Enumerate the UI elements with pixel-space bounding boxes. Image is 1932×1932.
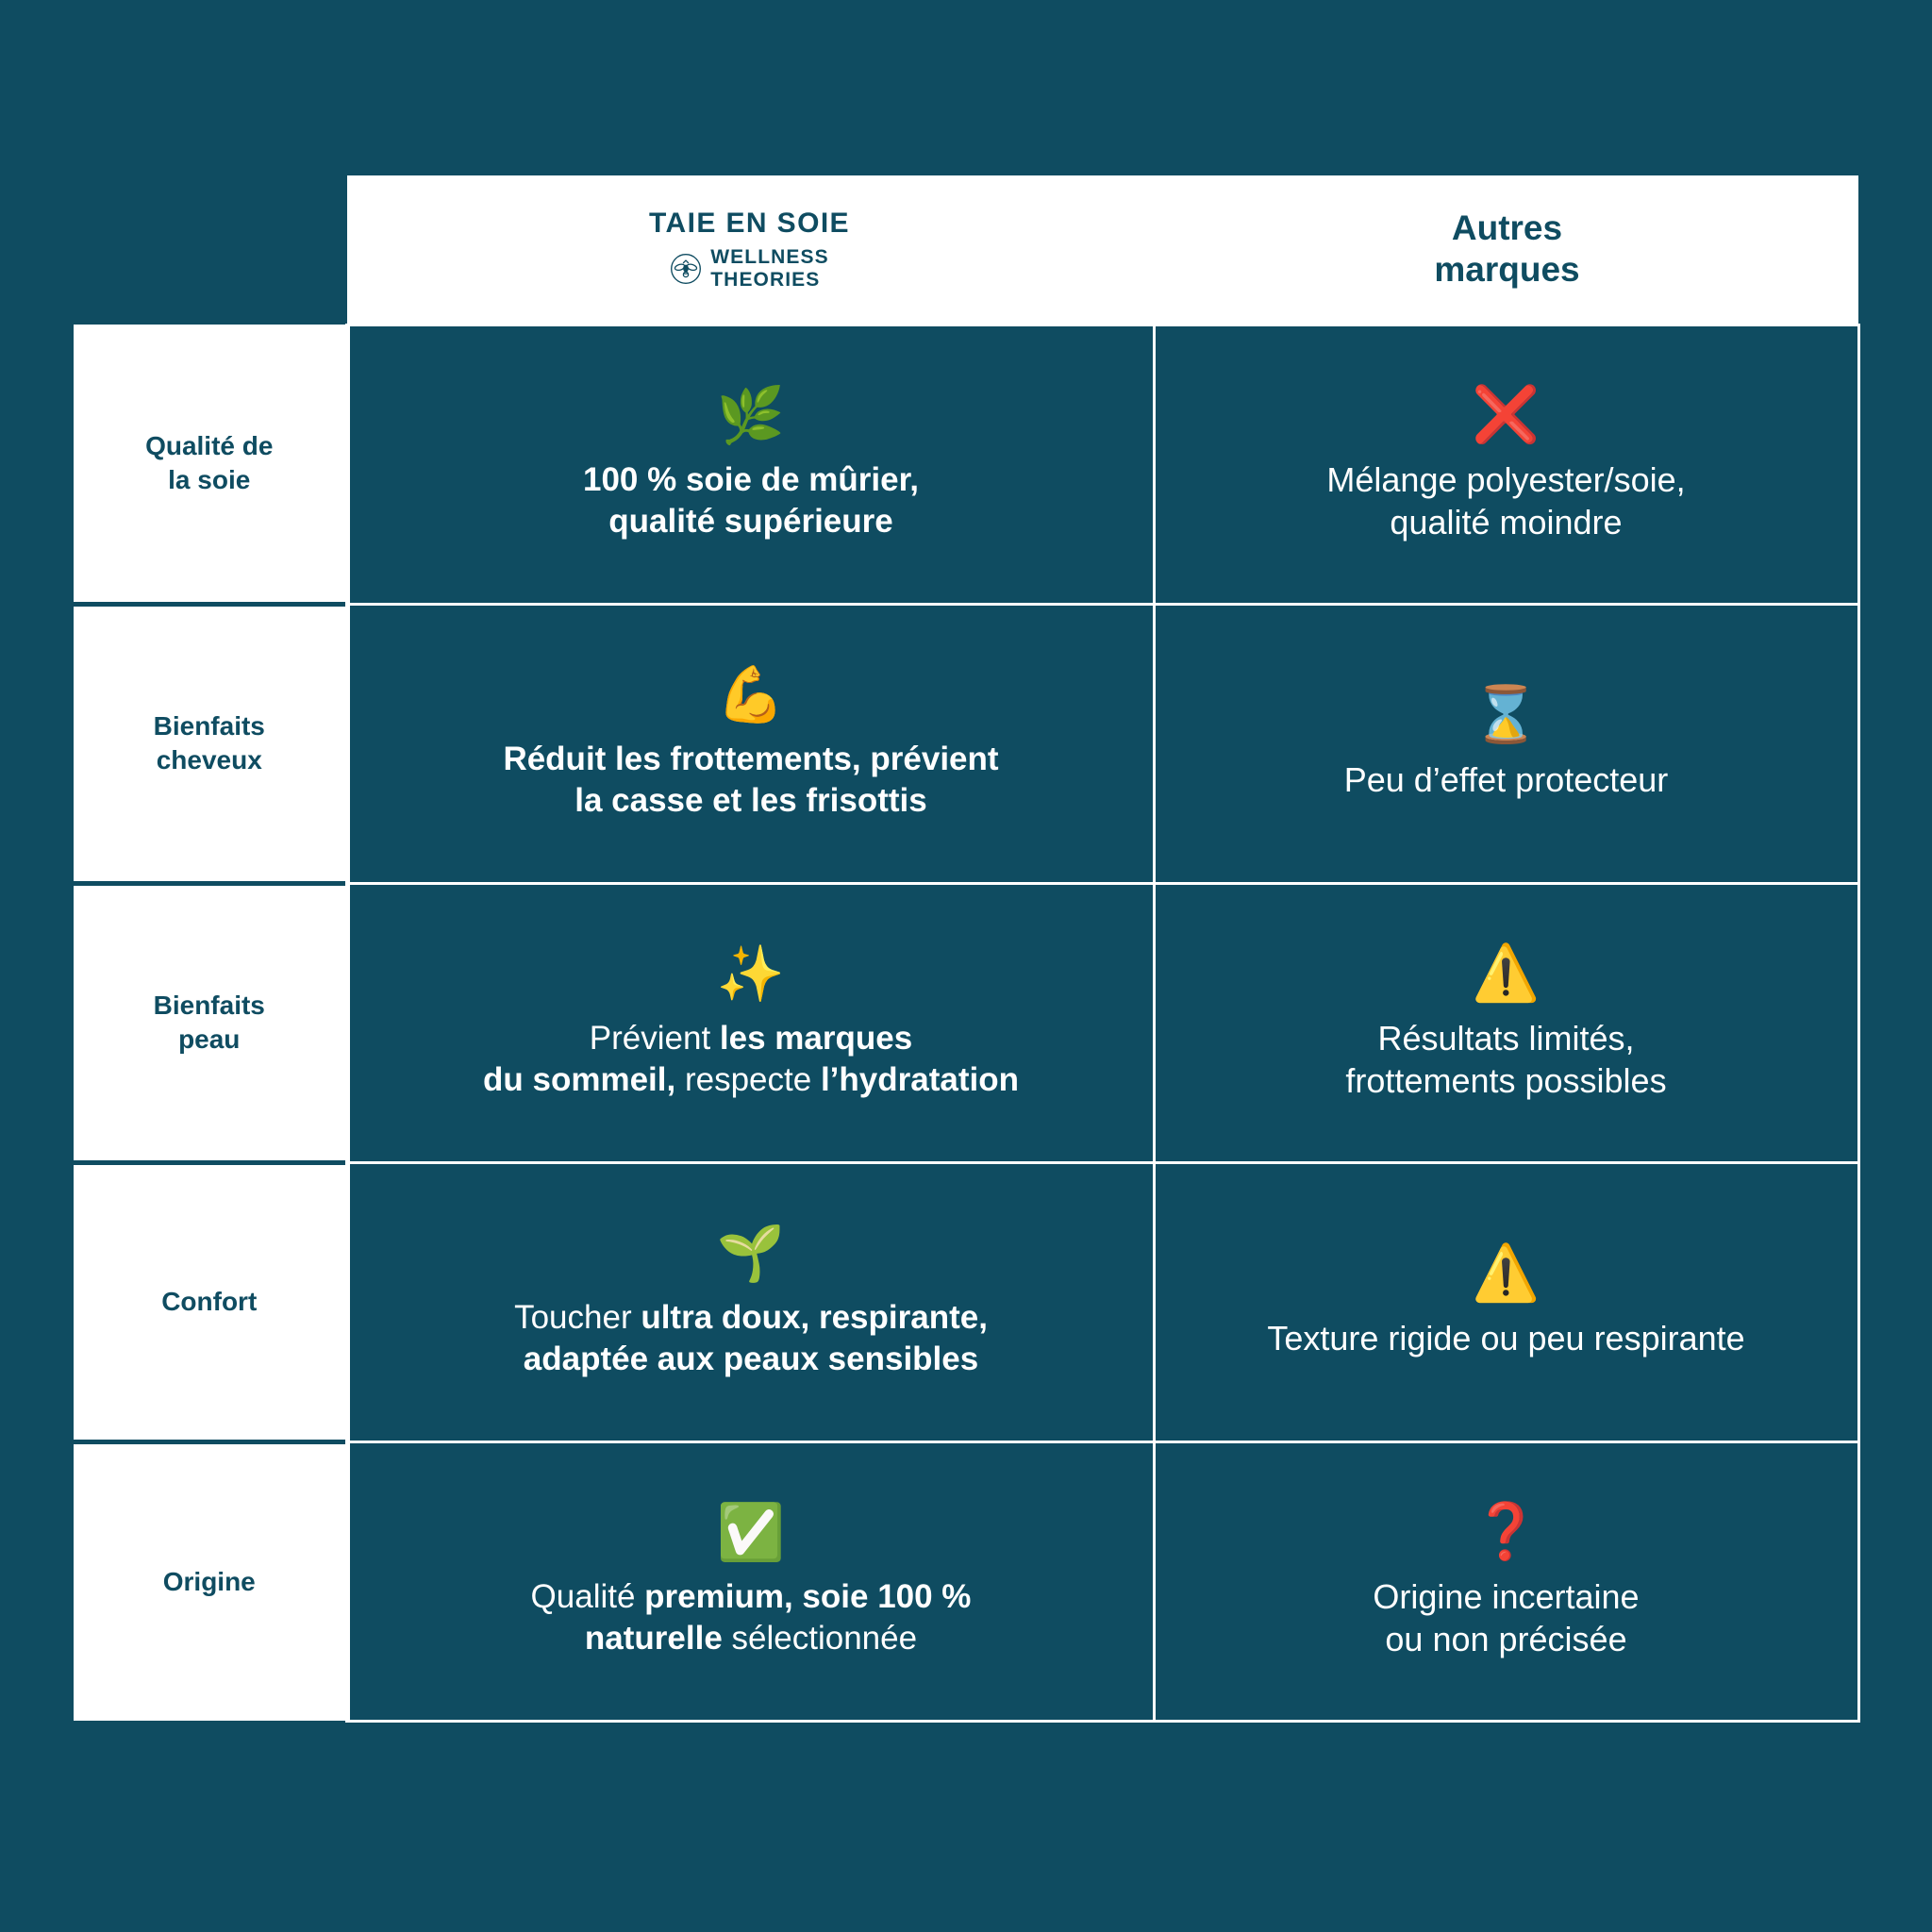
flexed-biceps-emoji: 💪 — [716, 663, 786, 725]
row-brand-text: Toucher ultra doux, respirante,adaptée a… — [514, 1298, 988, 1377]
table-row: Bienfaits cheveux 💪 Réduit les frottemen… — [74, 601, 1860, 885]
green-check-mark-button-emoji: ✅ — [716, 1501, 786, 1563]
red-cross-mark-emoji: ❌ — [1472, 383, 1541, 445]
row-other-cell: ⌛ Peu d’effet protecteur — [1152, 602, 1860, 885]
header-brand-column: TAIE EN SOIE WELLNESS THEORIES — [347, 175, 1156, 325]
row-other-text: Peu d’effet protecteur — [1343, 760, 1669, 800]
row-brand-cell: ✅ Qualité premium, soie 100 %naturelle s… — [345, 1440, 1156, 1723]
header-other-column: Autres marques — [1154, 175, 1858, 325]
row-other-cell: ⚠️ Résultats limités,frottements possibl… — [1152, 881, 1860, 1164]
red-question-mark-emoji: ❓ — [1472, 1500, 1541, 1562]
row-other-cell: ❌ Mélange polyester/soie,qualité moindre — [1152, 323, 1860, 606]
row-other-text: Résultats limités,frottements possibles — [1345, 1018, 1667, 1100]
comparison-table-wrapper: TAIE EN SOIE WELLNESS THEORIES — [74, 175, 1860, 1723]
seedling-emoji: 🌱 — [716, 1222, 786, 1284]
row-label: Origine — [74, 1439, 350, 1721]
brand-logo: WELLNESS THEORIES — [357, 246, 1142, 291]
brand-title: TAIE EN SOIE — [649, 208, 850, 240]
row-other-cell: ⚠️ Texture rigide ou peu respirante — [1152, 1160, 1860, 1443]
herb-leaves-emoji: 🌿 — [716, 384, 786, 446]
sparkles-emoji: ✨ — [716, 942, 786, 1005]
row-label: Bienfaits cheveux — [74, 601, 350, 883]
row-brand-cell: 🌱 Toucher ultra doux, respirante,adaptée… — [345, 1160, 1156, 1443]
row-label: Bienfaits peau — [74, 880, 350, 1162]
warning-triangle-emoji: ⚠️ — [1472, 941, 1541, 1004]
table-header-row: TAIE EN SOIE WELLNESS THEORIES — [74, 175, 1858, 325]
other-brands-title: Autres marques — [1434, 208, 1580, 290]
bee-in-circle-icon — [671, 253, 702, 284]
table-row: Qualité de la soie 🌿 100 % soie de mûrie… — [74, 323, 1860, 606]
warning-triangle-emoji: ⚠️ — [1472, 1242, 1541, 1305]
row-brand-cell: 🌿 100 % soie de mûrier,qualité supérieur… — [345, 323, 1156, 606]
table-row: Origine ✅ Qualité premium, soie 100 %nat… — [74, 1439, 1860, 1723]
header-blank-cell — [74, 175, 347, 325]
table-row: Confort 🌱 Toucher ultra doux, respirante… — [74, 1159, 1860, 1443]
row-other-text: Mélange polyester/soie,qualité moindre — [1326, 459, 1686, 541]
comparison-table: TAIE EN SOIE WELLNESS THEORIES — [74, 175, 1860, 1723]
row-brand-text: Qualité premium, soie 100 %naturelle sél… — [530, 1577, 972, 1657]
row-brand-text: 100 % soie de mûrier,qualité supérieure — [582, 460, 919, 540]
row-other-text: Texture rigide ou peu respirante — [1267, 1319, 1745, 1358]
brand-logo-wordmark: WELLNESS THEORIES — [710, 246, 829, 291]
row-label: Confort — [74, 1159, 350, 1441]
table-body: Qualité de la soie 🌿 100 % soie de mûrie… — [74, 323, 1860, 1723]
hourglass-emoji: ⌛ — [1472, 684, 1541, 746]
row-label: Qualité de la soie — [74, 325, 350, 604]
